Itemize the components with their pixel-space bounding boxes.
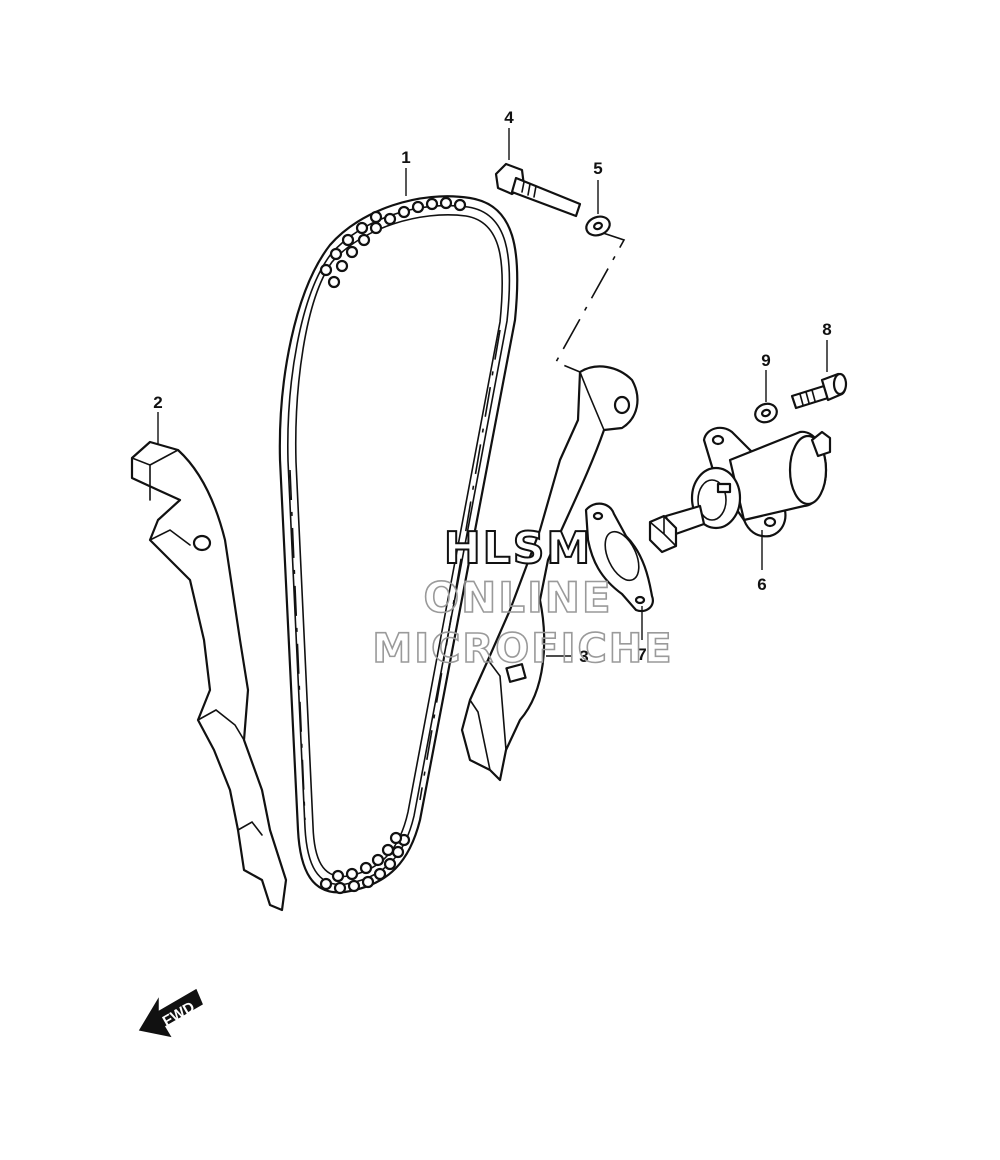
callouts: 1 2 3 4 5 6 7 8 9 <box>153 108 831 666</box>
screw[interactable] <box>790 372 848 410</box>
callout-1: 1 <box>401 148 410 167</box>
chain-links-top <box>319 196 467 289</box>
tensioner-adjuster[interactable] <box>648 426 832 554</box>
leader-lines <box>157 128 828 657</box>
chain-guide[interactable] <box>130 440 288 912</box>
callout-4: 4 <box>504 108 514 127</box>
callout-8: 8 <box>822 320 831 339</box>
gasket[interactable] <box>584 502 654 613</box>
assembly-line <box>554 231 626 373</box>
callout-6: 6 <box>757 575 766 594</box>
washer[interactable] <box>584 213 613 238</box>
bolt[interactable] <box>494 162 582 218</box>
callout-3: 3 <box>579 647 588 666</box>
callout-5: 5 <box>593 159 602 178</box>
cam-chain[interactable] <box>278 195 519 895</box>
callout-2: 2 <box>153 393 162 412</box>
fwd-arrow: FWD <box>138 988 203 1038</box>
watermark-line2: ONLINE <box>423 573 612 622</box>
chain-links-bottom <box>319 831 411 895</box>
callout-7: 7 <box>637 645 646 664</box>
watermark: HLSM ONLINE MICROFICHE <box>372 522 673 673</box>
callout-9: 9 <box>761 351 770 370</box>
fwd-arrow-icon <box>138 988 203 1038</box>
washer-small[interactable] <box>753 401 780 425</box>
chain-tensioner[interactable] <box>460 365 639 782</box>
watermark-line3: MICROFICHE <box>372 626 673 672</box>
watermark-line1: HLSM <box>444 523 592 574</box>
